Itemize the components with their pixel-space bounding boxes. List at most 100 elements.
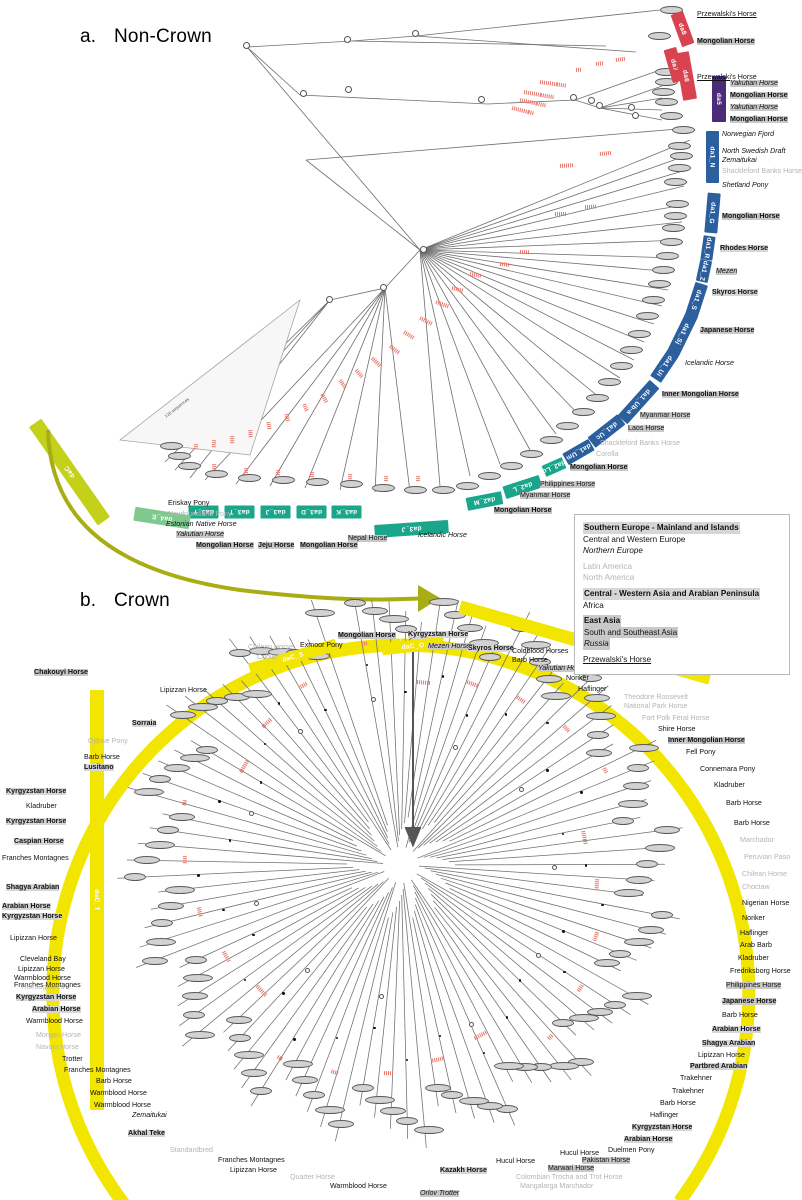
tip-label: Philippines Horse xyxy=(726,981,782,990)
sample-node xyxy=(520,450,543,459)
sample-node xyxy=(165,886,196,894)
legend-box: Southern Europe - Mainland and Islands C… xyxy=(574,514,790,675)
tip-label: Jeju Horse xyxy=(258,541,295,550)
legend-item-latin-america: Latin America xyxy=(583,561,633,571)
sample-node xyxy=(456,482,479,491)
tip-label: Yakutian Horse xyxy=(730,103,778,112)
tip-label: Morgan Horse xyxy=(36,1031,81,1039)
internal-node xyxy=(371,696,377,702)
internal-node-dot xyxy=(504,713,508,716)
sample-node xyxy=(660,112,683,121)
sample-node xyxy=(662,224,685,233)
radial-branch xyxy=(449,739,657,842)
internal-node-dot xyxy=(259,781,263,784)
tip-label: Fort Polk Feral Horse xyxy=(642,714,710,722)
sample-node xyxy=(535,675,562,684)
sample-node xyxy=(540,436,563,445)
tip-label: Trakehner xyxy=(672,1087,705,1095)
tip-label: North Swedish Draft xyxy=(722,147,786,155)
sample-node xyxy=(572,408,595,417)
tip-label: Yakutian Horse xyxy=(538,664,586,673)
radial-branch xyxy=(190,740,386,857)
radial-branch xyxy=(374,906,397,1118)
internal-node-dot xyxy=(293,1038,296,1041)
radial-branch xyxy=(285,896,385,1081)
mutation-tick-group xyxy=(384,1070,393,1076)
sample-node xyxy=(586,712,617,721)
tip-label: Arabian Horse xyxy=(624,1135,673,1144)
sample-node xyxy=(668,142,691,151)
tip-label: Skyros Horse xyxy=(468,644,514,653)
sample-node xyxy=(188,703,219,712)
panel-a-tree: 128 sequences xyxy=(119,9,691,493)
tip-label: Yakutian Horse xyxy=(730,79,778,88)
sample-node xyxy=(610,362,633,371)
sample-node xyxy=(413,1125,444,1134)
sample-node xyxy=(241,1069,268,1078)
tip-label: Shackleford Banks Horse xyxy=(722,167,802,175)
panel-b-tree xyxy=(46,600,756,1200)
mutation-tick-group xyxy=(182,856,188,864)
radial-branch xyxy=(434,664,558,823)
sample-node xyxy=(225,1016,252,1025)
radial-branch xyxy=(417,760,655,859)
tip-label: Criollo xyxy=(257,653,278,661)
tip-label: Lipizzan Horse xyxy=(160,686,207,694)
sample-node xyxy=(314,1105,345,1114)
sample-node xyxy=(636,312,659,321)
tip-label: Haflinger xyxy=(650,1111,679,1119)
internal-node xyxy=(420,246,427,253)
sample-node xyxy=(157,902,184,911)
tip-label: Thoroughbred xyxy=(20,983,65,991)
mutation-tick-group xyxy=(584,204,596,210)
mutation-tick-group xyxy=(555,212,566,217)
tip-label: Kyrgyzstan Horse xyxy=(632,1123,693,1132)
sample-node xyxy=(626,763,649,772)
radial-branch xyxy=(177,887,366,1007)
internal-node-dot xyxy=(335,1037,339,1040)
sample-node xyxy=(620,346,643,355)
clade-bar-label: da1_Ui xyxy=(655,354,674,378)
radial-branch xyxy=(435,873,667,935)
sample-node xyxy=(124,873,147,882)
radial-branch xyxy=(410,879,552,1083)
radial-branch xyxy=(424,867,644,897)
radial-branch xyxy=(434,907,572,1081)
legend-label: South and Southeast Asia xyxy=(583,626,679,639)
radial-branch xyxy=(413,885,533,1083)
internal-node xyxy=(596,102,603,109)
tip-label: Marwari Horse xyxy=(548,1164,595,1173)
radial-branch xyxy=(353,600,399,848)
sample-node xyxy=(343,599,366,608)
internal-node-dot xyxy=(482,1051,486,1055)
sample-node xyxy=(520,640,551,649)
tip-label: Barb Horse xyxy=(726,799,762,807)
sample-node xyxy=(548,1061,579,1070)
tip-label: Chilean Horse xyxy=(248,643,293,651)
tip-label: Shackleford Banks Horse xyxy=(600,439,681,447)
internal-node xyxy=(378,994,384,1000)
legend-label: Central - Western Asia and Arabian Penin… xyxy=(583,587,761,600)
tip-label: Ojibwe Pony xyxy=(88,737,128,745)
tip-label: Chakouyi Horse xyxy=(34,668,89,677)
radial-branch xyxy=(416,873,649,1005)
tip-label: Kladruber xyxy=(714,781,745,789)
internal-node xyxy=(588,97,595,104)
tip-label: Arabian Horse xyxy=(2,902,51,911)
internal-node-dot xyxy=(561,833,565,836)
radial-branch xyxy=(423,780,652,858)
sample-node xyxy=(493,1061,524,1070)
radial-branch xyxy=(227,877,389,1052)
tip-label: Mongolian Horse xyxy=(196,541,254,550)
tip-label: Trakehner xyxy=(680,1074,713,1082)
tip-label: Kyrgyzstan Horse xyxy=(16,993,77,1002)
mutation-tick-group xyxy=(499,262,509,268)
internal-node-dot xyxy=(228,839,232,842)
radial-branch xyxy=(430,870,680,920)
sample-node xyxy=(378,615,409,624)
sample-node xyxy=(569,1014,600,1023)
sample-node xyxy=(670,152,693,161)
internal-node-dot xyxy=(222,908,225,912)
panel-a-title: a.Non-Crown xyxy=(80,26,212,48)
clade-bar-dac_t: daC_T xyxy=(90,690,104,1110)
